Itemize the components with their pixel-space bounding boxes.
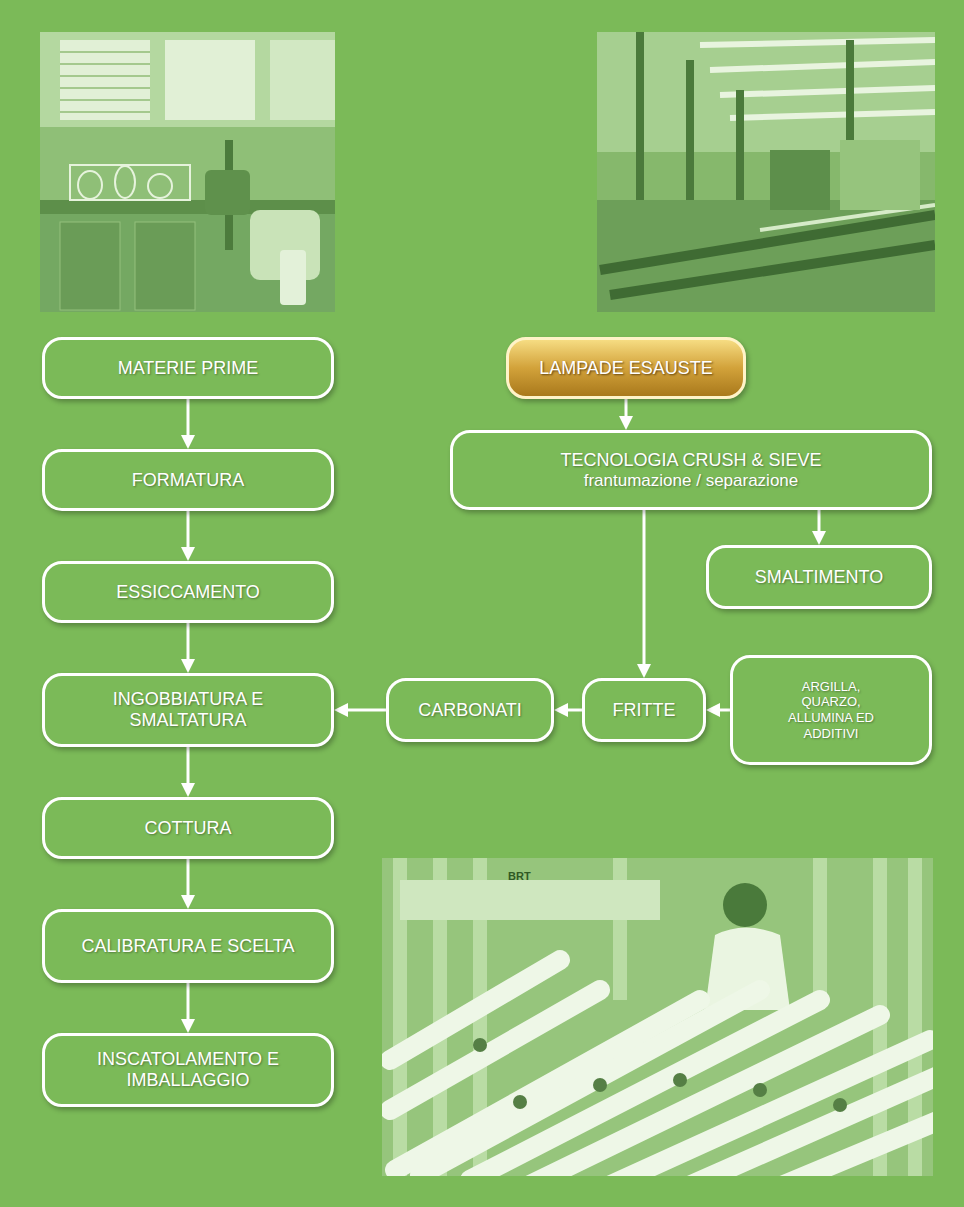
flow-arrow (720, 709, 730, 712)
process-box: CARBONATI (386, 678, 554, 742)
flow-arrow (187, 623, 190, 659)
box-label: CALIBRATURA E SCELTA (81, 936, 294, 957)
box-label: LAMPADE ESAUSTE (539, 358, 713, 379)
box-label: FORMATURA (132, 470, 245, 491)
process-box: INGOBBIATURA E SMALTATURA (42, 673, 334, 747)
lamp-caps-part (673, 1073, 687, 1087)
flow-arrow (187, 511, 190, 547)
lab-photo (40, 32, 335, 312)
box-label: ARGILLA, QUARZO, ALLUMINA ED ADDITIVI (776, 679, 886, 741)
box-label: SMALTIMENTO (755, 567, 883, 588)
factory-photo-part (770, 150, 830, 210)
lab-photo-part (60, 40, 150, 120)
lab-photo-part (60, 222, 120, 310)
lamp-tubes (390, 960, 933, 1176)
lab-photo-part (148, 174, 172, 198)
box-label: COTTURA (145, 818, 232, 839)
box-subtitle: frantumazione / separazione (584, 471, 799, 491)
photo-label: BRT (508, 870, 531, 882)
flow-arrow (187, 983, 190, 1019)
lab-photo-part (205, 170, 250, 215)
process-box: COTTURA (42, 797, 334, 859)
box-label: ESSICCAMENTO (116, 582, 260, 603)
lab-photo-part (280, 250, 306, 305)
box-label: INSCATOLAMENTO E IMBALLAGGIO (81, 1049, 296, 1090)
flow-arrow (818, 510, 821, 531)
flow-arrow (348, 709, 386, 712)
box-label: CARBONATI (418, 700, 522, 721)
factory-photo-part (597, 200, 935, 312)
factory-photo-part (840, 140, 920, 210)
lab-photo-part (115, 166, 135, 198)
flow-arrow (187, 399, 190, 435)
lamps-photo-part (723, 883, 767, 927)
flow-arrow (187, 859, 190, 895)
flow-arrow (187, 747, 190, 783)
factory-photo (597, 32, 935, 312)
lamp-caps-part (473, 1038, 487, 1052)
lamp-caps-part (753, 1083, 767, 1097)
lab-photo-part (165, 40, 255, 120)
process-box: SMALTIMENTO (706, 545, 932, 609)
process-box: ARGILLA, QUARZO, ALLUMINA ED ADDITIVI (730, 655, 932, 765)
process-box: FORMATURA (42, 449, 334, 511)
lamp-caps-part (833, 1098, 847, 1112)
factory-photo-part (597, 32, 935, 312)
lab-photo-part (70, 165, 190, 200)
lab-photo-part (60, 52, 150, 112)
lamp-caps-part (593, 1078, 607, 1092)
process-box: CALIBRATURA E SCELTA (42, 909, 334, 983)
lamp-tubes-part (680, 1075, 933, 1176)
box-label: MATERIE PRIME (118, 358, 259, 379)
process-box: ESSICCAMENTO (42, 561, 334, 623)
lamps-photo (382, 858, 933, 1176)
box-label: TECNOLOGIA CRUSH & SIEVE (560, 450, 821, 471)
process-box: MATERIE PRIME (42, 337, 334, 399)
lamp-caps-part (513, 1095, 527, 1109)
process-box: INSCATOLAMENTO E IMBALLAGGIO (42, 1033, 334, 1107)
lamp-tubes-part (760, 1120, 933, 1176)
factory-photo-part (597, 32, 935, 152)
source-box: LAMPADE ESAUSTE (506, 337, 746, 399)
process-box: FRITTE (582, 678, 706, 742)
flow-arrow (643, 510, 646, 664)
lab-photo-part (135, 222, 195, 310)
flow-arrow (625, 399, 628, 416)
lamp-caps (473, 1038, 847, 1112)
lab-photo-part (78, 171, 102, 199)
lamps-photo-part (400, 880, 660, 920)
lab-photo-part (270, 40, 335, 120)
factory-photo-part (700, 40, 935, 118)
flow-arrow (568, 709, 582, 712)
box-label: FRITTE (613, 700, 676, 721)
box-label: INGOBBIATURA E SMALTATURA (81, 689, 296, 730)
lamp-tubes-part (390, 960, 560, 1060)
process-box: TECNOLOGIA CRUSH & SIEVEfrantumazione / … (450, 430, 932, 510)
